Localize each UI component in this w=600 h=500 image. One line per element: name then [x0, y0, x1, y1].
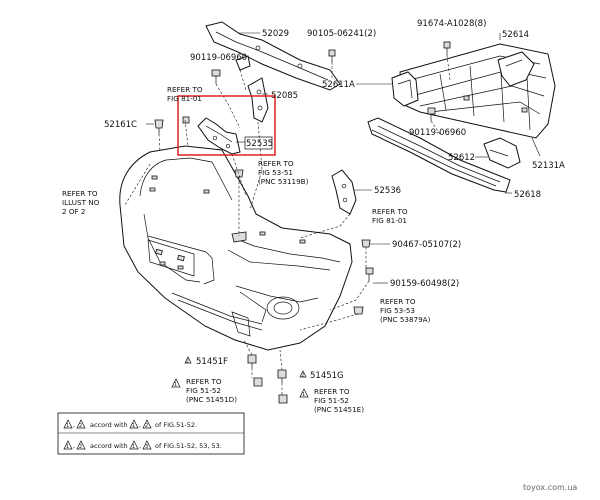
label-91674: 91674-A1028(8) — [417, 19, 486, 29]
svg-text:2: 2 — [145, 423, 148, 429]
svg-text:,: , — [73, 442, 75, 450]
screw-91674-icon — [443, 41, 451, 55]
clip-53879a-icon — [353, 306, 364, 315]
part-52536-bracket — [331, 169, 357, 215]
label-90119-b: 90119-06960 — [409, 128, 466, 138]
label-52535: 52535 — [246, 139, 273, 149]
svg-text:,: , — [73, 421, 75, 429]
clip-51451d-icon — [253, 377, 263, 387]
svg-text:1: 1 — [174, 382, 177, 388]
label-90119-a: 90119-06960 — [190, 53, 247, 63]
label-52161c: 52161C — [104, 120, 137, 130]
svg-text:1: 1 — [302, 392, 305, 398]
clip-90105-icon — [328, 49, 336, 62]
clip-51451e-icon — [278, 394, 288, 404]
fasteners — [154, 41, 451, 404]
svg-text:1: 1 — [66, 444, 69, 450]
svg-text:2: 2 — [79, 444, 82, 450]
part-52614-bracket — [497, 51, 535, 87]
svg-text:1: 1 — [132, 423, 135, 429]
label-52611a: 52611A — [322, 80, 355, 90]
legend-row-1-accord: accord with — [90, 421, 128, 429]
bolt-90119-a-icon — [211, 69, 221, 84]
label-52536: 52536 — [374, 186, 401, 196]
label-52614: 52614 — [502, 30, 529, 40]
legend-row-2-of: of FIG.51-52, 53, 53. — [155, 442, 222, 450]
part-52029-bracket — [205, 21, 341, 91]
svg-text:,: , — [139, 421, 141, 429]
clip-90467-icon — [361, 239, 371, 248]
connector-lines — [124, 54, 451, 395]
clip-53119b-icon — [234, 169, 244, 178]
bolt-90119-b-icon — [427, 107, 436, 121]
svg-text:,: , — [139, 442, 141, 450]
part-52535-bracket — [182, 116, 241, 155]
label-52085: 52085 — [271, 91, 298, 101]
leader-lines — [146, 32, 541, 284]
label-52618: 52618 — [514, 190, 541, 200]
bumper-cover — [119, 145, 353, 351]
part-52618-absorber — [367, 117, 511, 193]
part-52085-bracket — [247, 77, 269, 123]
label-52535-box — [244, 136, 273, 150]
legend-row-2-accord: accord with — [90, 442, 128, 450]
clip-51451g-icon — [277, 369, 287, 383]
svg-text:3: 3 — [145, 444, 148, 450]
label-52131a: 52131A — [532, 161, 565, 171]
part-52612-bracket — [483, 137, 521, 169]
label-90105: 90105-06241(2) — [307, 29, 376, 39]
legend-box: 1 , 2 accord with 1 , 2 of FIG.51-52. 1 … — [57, 412, 245, 455]
triangle-marker-51451g: 2 — [299, 370, 307, 379]
svg-text:2: 2 — [302, 373, 305, 379]
label-90159: 90159-60498(2) — [390, 279, 459, 289]
triangle-marker-51451e: 1 — [299, 388, 309, 398]
screw-90159-icon — [365, 267, 374, 281]
label-90467: 90467-05107(2) — [392, 240, 461, 250]
legend-row-1: 1 , 2 accord with 1 , 2 of FIG.51-52. — [63, 419, 197, 429]
watermark-text: toyox.com.ua — [523, 483, 577, 492]
part-52131a-reinforcement — [399, 43, 556, 139]
clip-52161c-icon — [154, 119, 164, 134]
part-52611a-block — [391, 71, 419, 107]
label-51451g: 51451G — [310, 371, 344, 381]
legend-row-1-of: of FIG.51-52. — [155, 421, 197, 429]
triangle-marker-51451f: 2 — [184, 356, 192, 365]
clip-51451f-icon — [247, 354, 257, 368]
highlight-box-52535 — [177, 95, 276, 156]
svg-text:2: 2 — [186, 359, 189, 365]
label-52612: 52612 — [448, 153, 475, 163]
svg-text:2: 2 — [79, 423, 82, 429]
triangle-marker-51451d: 1 — [171, 378, 181, 388]
label-51451f: 51451F — [196, 357, 228, 367]
label-52029: 52029 — [262, 29, 289, 39]
svg-text:1: 1 — [66, 423, 69, 429]
legend-row-2: 1 , 2 accord with 1 , 3 of FIG.51-52, 53… — [63, 440, 222, 450]
svg-text:1: 1 — [132, 444, 135, 450]
